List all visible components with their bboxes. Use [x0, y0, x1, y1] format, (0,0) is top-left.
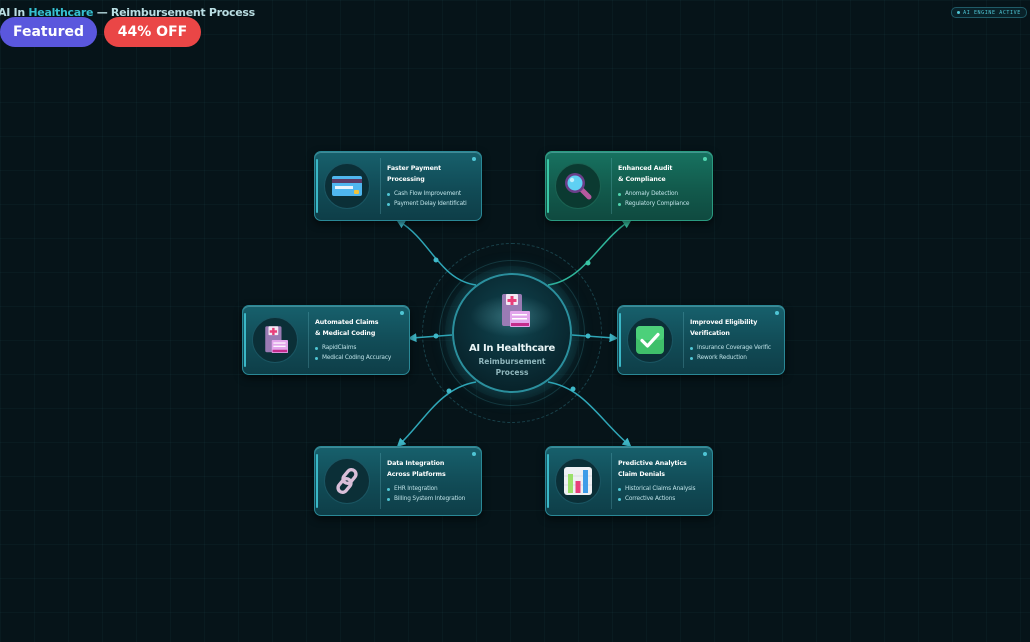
node-list: RapidClaims Medical Coding Accuracy — [315, 343, 409, 363]
node-title: Automated Claims& Medical Coding — [315, 319, 379, 337]
hospital-building-icon — [502, 294, 530, 327]
chain-link-icon — [336, 468, 358, 494]
icon-circle — [324, 458, 370, 504]
node-enhanced-audit[interactable]: Enhanced Audit& Compliance Anomaly Detec… — [545, 151, 713, 221]
list-item: Billing System Integration — [387, 494, 481, 504]
status-dot-icon — [957, 11, 961, 14]
icon-circle — [252, 317, 298, 363]
discount-badge: 44% OFF — [104, 17, 201, 47]
list-item: Payment Delay Identificati — [387, 199, 481, 209]
hub-outer-ring — [422, 243, 602, 423]
status-dot-icon — [472, 157, 476, 161]
status-dot-icon — [472, 452, 476, 456]
card-divider — [308, 312, 309, 368]
featured-badge: Featured — [0, 17, 97, 47]
hub-title: AI In Healthcare — [468, 343, 556, 354]
check-mark-icon — [636, 326, 664, 354]
status-dot-icon — [775, 311, 779, 315]
list-item: Regulatory Compliance — [618, 199, 712, 209]
card-divider — [611, 158, 612, 214]
card-divider — [380, 158, 381, 214]
icon-circle — [324, 163, 370, 209]
magnifying-glass-icon — [565, 173, 592, 200]
card-divider — [683, 312, 684, 368]
list-item: Corrective Actions — [618, 494, 712, 504]
hub-inner-ring — [439, 260, 585, 406]
list-item: Cash Flow Improvement — [387, 189, 481, 199]
list-item: EHR Integration — [387, 484, 481, 494]
list-item: RapidClaims — [315, 343, 409, 353]
list-item: Anomaly Detection — [618, 189, 712, 199]
icon-circle — [555, 458, 601, 504]
status-dot-icon — [703, 452, 707, 456]
credit-card-icon — [332, 176, 362, 196]
card-divider — [380, 453, 381, 509]
node-list: Anomaly Detection Regulatory Compliance — [618, 189, 712, 209]
page-title: AI In Healthcare — Reimbursement Process — [0, 6, 255, 19]
node-automated-claims[interactable]: Automated Claims& Medical Coding RapidCl… — [242, 305, 410, 375]
status-dot-icon — [703, 157, 707, 161]
node-list: Historical Claims Analysis Corrective Ac… — [618, 484, 712, 504]
list-item: Insurance Coverage Verific — [690, 343, 784, 353]
node-title: Enhanced Audit& Compliance — [618, 165, 673, 183]
status-dot-icon — [400, 311, 404, 315]
card-divider — [611, 453, 612, 509]
icon-circle — [627, 317, 673, 363]
hospital-building-icon — [265, 326, 288, 353]
bar-chart-icon — [564, 467, 592, 495]
list-item: Rework Reduction — [690, 353, 784, 363]
icon-circle — [555, 163, 601, 209]
list-item: Historical Claims Analysis — [618, 484, 712, 494]
node-list: EHR Integration Billing System Integrati… — [387, 484, 481, 504]
list-item: Medical Coding Accuracy — [315, 353, 409, 363]
ai-engine-status-pill: AI ENGINE ACTIVE — [951, 7, 1027, 18]
node-list: Insurance Coverage Verific Rework Reduct… — [690, 343, 784, 363]
node-list: Cash Flow Improvement Payment Delay Iden… — [387, 189, 481, 209]
